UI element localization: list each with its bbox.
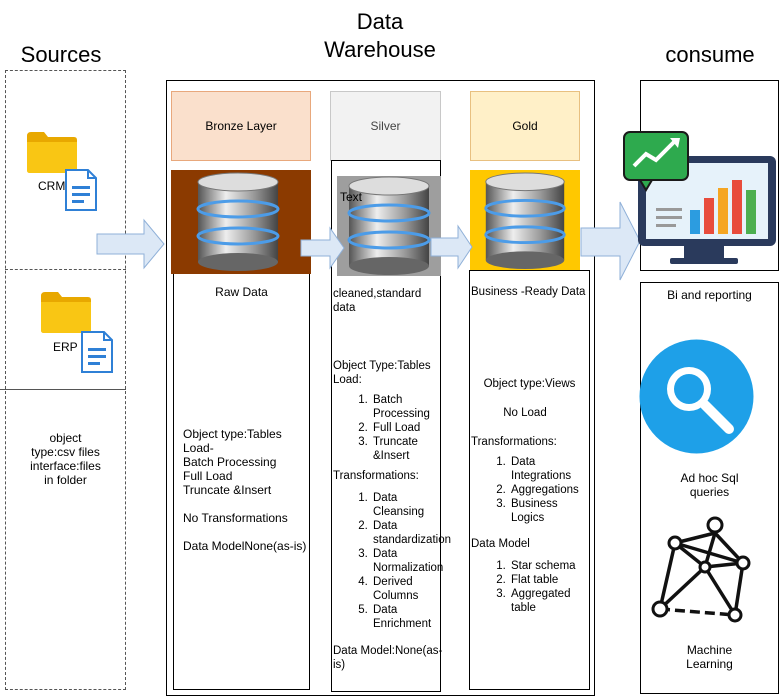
- monitor-chart-icon: [623, 131, 776, 264]
- bronze-data-model: Data ModelNone(as-is): [183, 539, 307, 553]
- consume-title: consume: [665, 42, 755, 67]
- gold-transform-label: Transformations:: [471, 436, 557, 448]
- bronze-line: Full Load: [183, 469, 233, 483]
- list-item: Aggregations: [509, 483, 591, 497]
- sources-info-line: type:csv files: [31, 445, 100, 459]
- bronze-line: Batch Processing: [183, 455, 277, 469]
- sources-divider: [5, 269, 126, 270]
- warehouse-panel: [166, 80, 595, 696]
- silver-title-line: data: [333, 302, 356, 314]
- warehouse-title-line2: Warehouse: [324, 37, 436, 62]
- bronze-line: Object type:Tables: [183, 427, 282, 441]
- silver-overlay-text: Text: [340, 190, 363, 204]
- sources-info: object type:csv files interface:files in…: [5, 431, 126, 487]
- database-icon: [196, 172, 280, 271]
- document-icon: [81, 331, 113, 373]
- database-icon: [347, 176, 431, 275]
- network-icon: [651, 516, 751, 623]
- database-icon: [484, 172, 566, 270]
- bronze-details: Object type:Tables Load- Batch Processin…: [183, 427, 308, 553]
- adhoc-label-line: Ad hoc Sql: [680, 471, 739, 485]
- silver-details: Object Type:Tables Load: BatchProcessing…: [333, 359, 451, 672]
- silver-title: cleaned,standard data: [333, 287, 441, 315]
- silver-object-type: Object Type:Tables: [333, 360, 431, 372]
- arrow-icon: [300, 226, 345, 270]
- sources-panel: [5, 70, 126, 690]
- list-item: Full Load: [371, 421, 443, 435]
- silver-header: Silver: [330, 91, 441, 161]
- bronze-line: Truncate &Insert: [183, 483, 272, 497]
- arrow-icon: [96, 218, 165, 270]
- adhoc-label: Ad hoc Sql queries: [640, 471, 779, 499]
- gold-title: Business -Ready Data: [471, 286, 586, 298]
- bronze-line: Load-: [183, 441, 214, 455]
- gold-no-load: No Load: [503, 407, 547, 419]
- silver-data-model: is): [333, 659, 346, 671]
- sources-info-line: interface:files: [30, 459, 101, 473]
- bi-label: Bi and reporting: [667, 288, 752, 302]
- list-item: Flat table: [509, 573, 591, 587]
- arrow-icon: [430, 224, 473, 270]
- silver-title-line: cleaned,standard: [333, 288, 422, 300]
- warehouse-title-line1: Data: [356, 9, 404, 34]
- adhoc-label-line: queries: [689, 485, 730, 499]
- sources-divider-solid: [0, 389, 126, 390]
- silver-load-label: Load:: [333, 374, 362, 386]
- sources-info-line: in folder: [44, 473, 87, 487]
- gold-object-type: Object type:Views: [483, 378, 576, 390]
- bronze-no-transform: No Transformations: [183, 511, 288, 525]
- ml-label: Machine Learning: [640, 643, 779, 671]
- bronze-header: Bronze Layer: [171, 91, 311, 161]
- ml-label-line: Machine: [686, 643, 733, 657]
- silver-column: [331, 160, 441, 692]
- silver-transform-label: Transformations:: [333, 470, 419, 482]
- magnifier-icon: [639, 339, 754, 454]
- document-icon: [65, 169, 97, 211]
- consume-bottom-panel: [640, 282, 779, 694]
- list-item: Truncate&Insert: [371, 435, 443, 463]
- erp-label: ERP: [53, 340, 78, 354]
- sources-info-line: object: [49, 431, 82, 445]
- gold-column: [469, 270, 590, 690]
- sources-title: Sources: [20, 42, 102, 67]
- gold-header: Gold: [470, 91, 580, 161]
- ml-label-line: Learning: [686, 657, 733, 671]
- gold-data-model-label: Data Model: [471, 538, 530, 550]
- crm-label: CRM: [38, 179, 66, 193]
- list-item: Star schema: [509, 559, 591, 573]
- folder-icon: [41, 292, 91, 333]
- folder-icon: [27, 132, 77, 173]
- bronze-title: Raw Data: [215, 285, 268, 299]
- silver-data-model: Data Model:None(as-: [333, 645, 443, 657]
- arrow-icon: [580, 201, 641, 281]
